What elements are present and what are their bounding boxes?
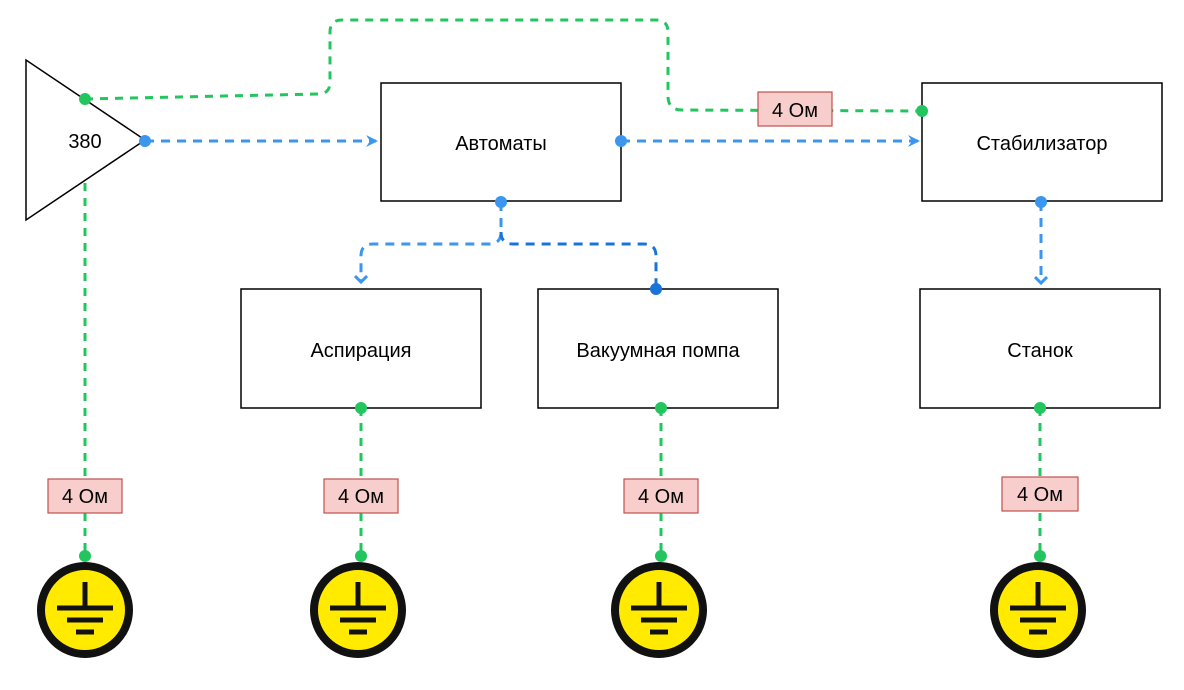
resistor-aspiration-label: 4 Ом [338,486,384,508]
machine-node[interactable]: Станок [919,288,1161,409]
resistor-top-label: 4 Ом [772,100,818,122]
power-wire-breakers-aspiration [361,202,503,282]
resistor-machine-box [1001,476,1079,512]
connection-points [79,93,1047,562]
power-wires [145,135,1041,287]
resistor-source[interactable]: 4 Ом [47,478,123,514]
dot-vacuum-top[interactable] [650,283,662,295]
dot-ground-machine[interactable] [1034,550,1046,562]
ground-wires [83,18,1042,556]
resistor-source-box [47,478,123,514]
dot-breakers-bottom[interactable] [495,196,507,208]
stabilizer-label: Стабилизатор [976,133,1107,155]
ground-icon [37,562,133,658]
dot-stabilizer-ground[interactable] [916,105,928,117]
resistor-top[interactable]: 4 Ом [757,91,833,127]
ground-wire-top [84,18,923,113]
breakers-node[interactable]: Автоматы [380,82,622,202]
resistor-aspiration-box [323,478,399,514]
dot-ground-vacuum[interactable] [655,550,667,562]
ground-icon [611,562,707,658]
resistor-top-box [757,91,833,127]
resistor-source-label: 4 Ом [62,486,108,508]
dot-aspiration-bottom[interactable] [355,402,367,414]
resistor-machine-label: 4 Ом [1017,484,1063,506]
ground-icon [990,562,1086,658]
resistor-vacuum[interactable]: 4 Ом [623,478,699,514]
vacuum-pump-label: Вакуумная помпа [576,340,740,362]
resistor-vacuum-label: 4 Ом [638,486,684,508]
power-wire-breakers-vacuum [499,231,658,287]
ground-icon [310,562,406,658]
vacuum-pump-node[interactable]: Вакуумная помпа [537,288,779,409]
dot-source-power[interactable] [139,135,151,147]
breakers-label: Автоматы [455,133,547,155]
aspiration-box [240,288,482,409]
aspiration-node[interactable]: Аспирация [240,288,482,409]
stabilizer-node[interactable]: Стабилизатор [921,82,1163,202]
dot-ground-source[interactable] [79,550,91,562]
resistor-aspiration[interactable]: 4 Ом [323,478,399,514]
dot-stabilizer-bottom[interactable] [1035,196,1047,208]
stabilizer-box [921,82,1163,202]
aspiration-label: Аспирация [310,340,411,362]
source-node[interactable]: 380 [25,58,147,222]
resistor-vacuum-box [623,478,699,514]
dot-vacuum-bottom[interactable] [655,402,667,414]
dot-breakers-power-out[interactable] [615,135,627,147]
source-label: 380 [68,131,101,153]
dot-source-ground-top[interactable] [79,93,91,105]
vacuum-pump-box [537,288,779,409]
machine-label: Станок [1007,340,1073,362]
breakers-box [380,82,622,202]
resistor-machine[interactable]: 4 Ом [1001,476,1079,512]
dot-ground-aspiration[interactable] [355,550,367,562]
dot-machine-bottom[interactable] [1034,402,1046,414]
